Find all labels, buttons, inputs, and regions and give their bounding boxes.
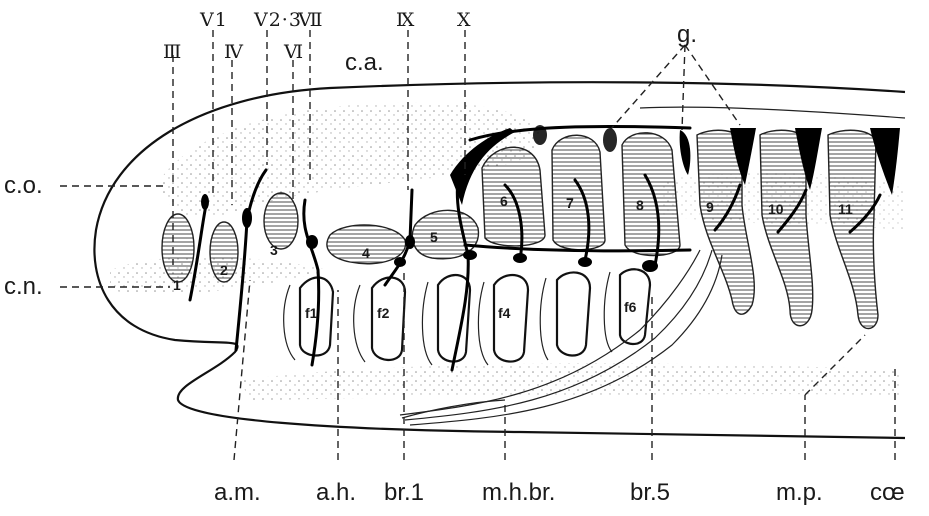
cleft-label-f4: f4: [498, 305, 511, 321]
somite-label-10: 10: [768, 201, 784, 217]
somite-label-5: 5: [430, 229, 438, 245]
label-ca: c.a.: [345, 49, 384, 76]
somite-label-3: 3: [270, 242, 278, 258]
label-IV: Ⅳ: [224, 41, 244, 63]
label-VI: Ⅵ: [283, 41, 304, 63]
somite-label-8: 8: [636, 197, 644, 213]
somite-3: [264, 193, 298, 249]
somite-7: [552, 135, 605, 250]
somite-label-1: 1: [173, 277, 181, 293]
somite-label-6: 6: [500, 193, 508, 209]
somite-label-9: 9: [706, 199, 714, 215]
nerve-labels: Ⅲ Ⅴ1 Ⅳ Ⅴ2·3 Ⅵ Ⅶ Ⅸ Ⅹ: [163, 9, 472, 63]
label-cn: c.n.: [4, 273, 43, 300]
label-br5: br.5: [630, 479, 670, 506]
label-co: c.o.: [4, 172, 43, 199]
somite-label-7: 7: [566, 195, 574, 211]
somite-1: [162, 214, 194, 282]
label-X: Ⅹ: [457, 9, 472, 31]
label-III: Ⅲ: [163, 41, 182, 63]
label-mhbr: m.h.br.: [482, 479, 555, 506]
label-V23: Ⅴ2·3: [253, 9, 302, 31]
label-coe: cœ: [870, 479, 905, 506]
label-V1: Ⅴ1: [199, 9, 228, 31]
somite-label-11: 11: [838, 201, 853, 217]
label-VII: Ⅶ: [297, 9, 324, 31]
label-br1: br.1: [384, 479, 424, 506]
cleft-label-f6: f6: [624, 299, 637, 315]
cleft-5: [557, 272, 590, 355]
cleft-label-f2: f2: [377, 305, 390, 321]
label-IX: Ⅸ: [396, 9, 415, 31]
cleft-label-f1: f1: [305, 305, 318, 321]
label-mp: m.p.: [776, 479, 823, 506]
somite-8: [622, 133, 680, 256]
label-ah: a.h.: [316, 479, 356, 506]
cleft-3: [438, 275, 470, 362]
somite-label-4: 4: [362, 245, 370, 261]
somite-label-2: 2: [220, 262, 228, 278]
label-g: g.: [677, 21, 697, 48]
label-am: a.m.: [214, 479, 261, 506]
